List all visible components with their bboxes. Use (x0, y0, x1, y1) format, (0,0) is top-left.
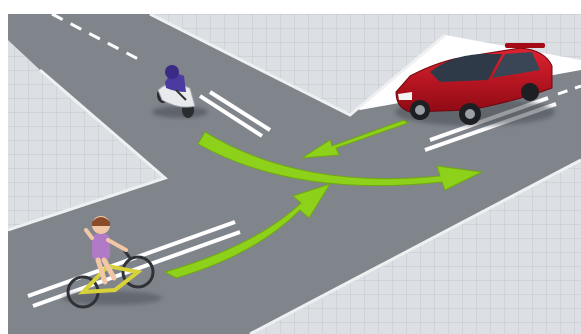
intersection-scene (0, 0, 581, 334)
